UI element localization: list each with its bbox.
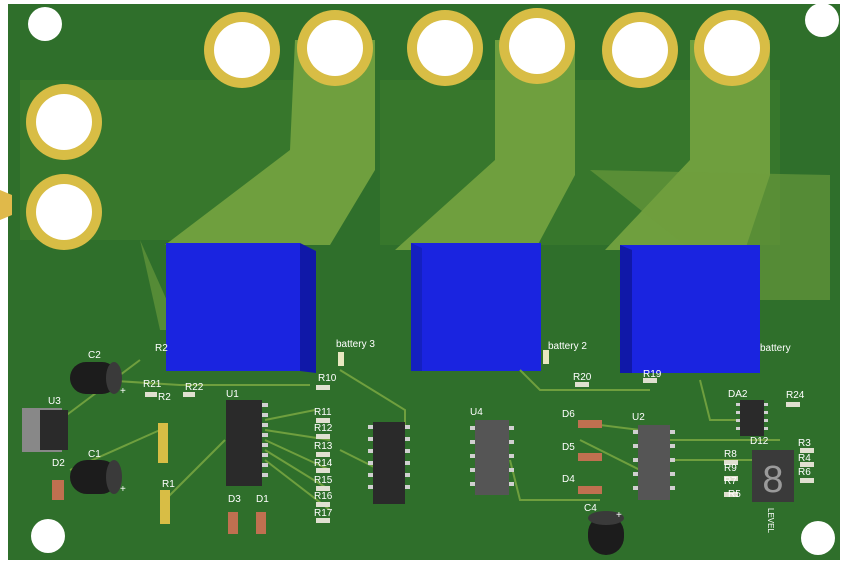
label-battery1: battery bbox=[760, 343, 791, 354]
capacitor-c4 bbox=[588, 511, 624, 555]
label-r17: R17 bbox=[314, 508, 333, 519]
label-d3: D3 bbox=[228, 494, 241, 505]
ic-u-mid bbox=[368, 422, 410, 504]
pad-5 bbox=[602, 12, 678, 88]
label-r10: R10 bbox=[318, 373, 337, 384]
label-r9: R9 bbox=[724, 463, 737, 474]
label-r4: R4 bbox=[798, 453, 811, 464]
label-r19: R19 bbox=[643, 369, 662, 380]
header-pins bbox=[158, 423, 170, 524]
pad-6 bbox=[694, 10, 770, 86]
diode-d5 bbox=[578, 453, 602, 461]
pad-8 bbox=[26, 174, 102, 250]
label-r11: R11 bbox=[314, 407, 332, 418]
label-c4-plus: + bbox=[616, 510, 622, 521]
pad-2 bbox=[297, 10, 373, 86]
mount-hole-tr bbox=[805, 3, 839, 37]
ic-da2 bbox=[736, 400, 768, 436]
label-r16: R16 bbox=[314, 491, 333, 502]
smd-resistors bbox=[145, 378, 814, 523]
ic-u2 bbox=[633, 425, 675, 500]
board-edge-glint bbox=[0, 190, 12, 220]
capacitor-c2 bbox=[70, 362, 122, 394]
silkscreen: battery 3 battery 2 battery U1 U2 U3 U4 … bbox=[48, 339, 811, 533]
label-level: LEVEL bbox=[766, 508, 775, 533]
segment-digit: 8 bbox=[762, 459, 783, 501]
label-r5: R5 bbox=[728, 489, 741, 500]
label-r6: R6 bbox=[798, 467, 811, 478]
trace-relay3 bbox=[165, 40, 375, 245]
mount-hole-bl bbox=[31, 519, 65, 553]
power-traces bbox=[140, 40, 830, 330]
label-d5: D5 bbox=[562, 442, 575, 453]
label-r7: R7 bbox=[724, 476, 737, 487]
label-r15: R15 bbox=[314, 475, 333, 486]
label-c1-plus: + bbox=[120, 484, 126, 495]
label-u3: U3 bbox=[48, 396, 61, 407]
terminal-pads bbox=[26, 8, 770, 250]
label-r1: R1 bbox=[162, 479, 175, 490]
regulator-u3 bbox=[22, 408, 68, 452]
label-r20: R20 bbox=[573, 372, 592, 383]
relays bbox=[166, 243, 760, 373]
seven-segment-d12: 8 bbox=[752, 450, 794, 502]
relay3-pin bbox=[338, 352, 344, 366]
label-c2: C2 bbox=[88, 350, 101, 361]
label-d4: D4 bbox=[562, 474, 575, 485]
mounting-holes bbox=[28, 3, 839, 555]
diode-d2 bbox=[52, 480, 64, 500]
label-r8: R8 bbox=[724, 449, 737, 460]
trace-relay2 bbox=[395, 40, 575, 250]
label-battery3: battery 3 bbox=[336, 339, 375, 350]
label-d6: D6 bbox=[562, 409, 575, 420]
relay-2 bbox=[411, 243, 541, 371]
label-r24: R24 bbox=[786, 390, 805, 401]
pad-7 bbox=[26, 84, 102, 160]
label-r21: R21 bbox=[143, 379, 162, 390]
label-r3: R3 bbox=[798, 438, 811, 449]
diode-d4 bbox=[578, 486, 602, 494]
label-r2: R2 bbox=[158, 392, 171, 403]
label-c1: C1 bbox=[88, 449, 101, 460]
label-u4: U4 bbox=[470, 407, 483, 418]
label-d2: D2 bbox=[52, 458, 65, 469]
mount-hole-tl bbox=[28, 7, 62, 41]
mount-hole-br bbox=[801, 521, 835, 555]
label-r12: R12 bbox=[314, 423, 333, 434]
label-c2-plus: + bbox=[120, 386, 126, 397]
diode-d1 bbox=[256, 512, 266, 534]
pad-1 bbox=[204, 12, 280, 88]
label-r23: R2 bbox=[155, 343, 168, 354]
diode-d3 bbox=[228, 512, 238, 534]
label-battery2: battery 2 bbox=[548, 341, 587, 352]
label-c4: C4 bbox=[584, 503, 597, 514]
pad-3 bbox=[407, 10, 483, 86]
label-u2: U2 bbox=[632, 412, 645, 423]
ic-u4 bbox=[470, 420, 514, 495]
label-r22: R22 bbox=[185, 382, 204, 393]
diode-d6 bbox=[578, 420, 602, 428]
relay-3 bbox=[166, 243, 316, 373]
label-d12: D12 bbox=[750, 436, 769, 447]
relay-1 bbox=[620, 245, 760, 373]
label-da2: DA2 bbox=[728, 389, 748, 400]
ic-u1 bbox=[226, 400, 268, 486]
label-u1: U1 bbox=[226, 389, 239, 400]
signal-traces bbox=[59, 359, 780, 511]
label-d1: D1 bbox=[256, 494, 269, 505]
relay2-pin bbox=[543, 350, 549, 364]
label-r14: R14 bbox=[314, 458, 333, 469]
pad-4 bbox=[499, 8, 575, 84]
capacitor-c1 bbox=[70, 460, 122, 494]
label-r13: R13 bbox=[314, 441, 333, 452]
trace-relay1-ext bbox=[590, 170, 830, 300]
diodes bbox=[52, 420, 602, 534]
